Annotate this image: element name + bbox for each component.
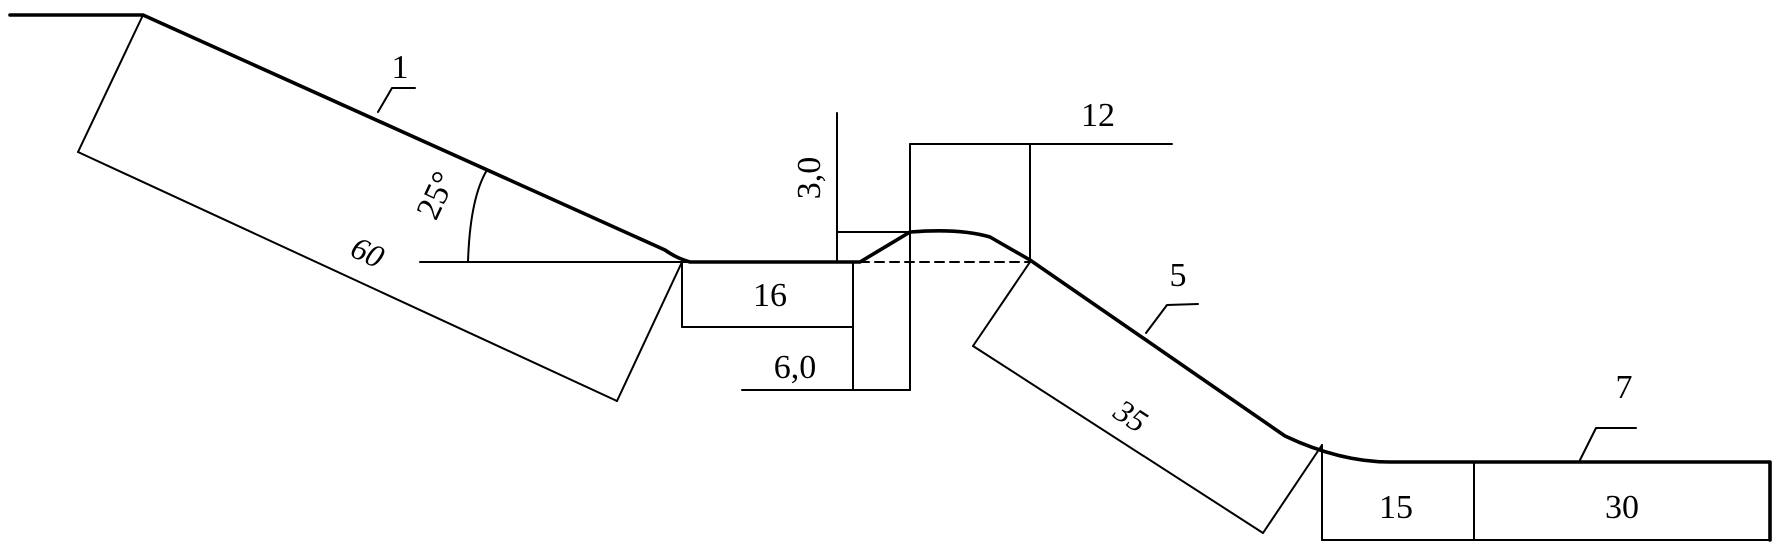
dimension-top-12 — [909, 143, 1173, 391]
label-toe-15: 15 — [1379, 489, 1413, 526]
dimension-slope-60 — [77, 14, 683, 402]
label-height-3: 3,0 — [791, 157, 828, 200]
callout-5: 5 — [1170, 257, 1187, 294]
callout-7: 7 — [1616, 369, 1633, 406]
label-width-30: 30 — [1605, 489, 1639, 526]
callout-1: 1 — [392, 49, 409, 86]
label-angle-25: 25° — [410, 166, 464, 225]
leader-line-5 — [1145, 303, 1199, 334]
dimension-bench-16 — [681, 261, 854, 328]
label-top-12: 12 — [1081, 97, 1115, 134]
angle-arc — [467, 169, 488, 263]
ground-profile-line — [8, 13, 1772, 542]
label-slope-60: 60 — [346, 229, 390, 275]
label-bench-16: 16 — [753, 277, 787, 314]
leader-line-7 — [1579, 427, 1637, 461]
dimension-slope-35 — [972, 261, 1323, 534]
label-slope-35: 35 — [1107, 391, 1154, 439]
dimension-toe-15 — [1321, 444, 1771, 541]
dimension-height-3 — [836, 112, 913, 263]
leader-line-1 — [377, 87, 416, 113]
label-depth-6: 6,0 — [774, 349, 817, 386]
